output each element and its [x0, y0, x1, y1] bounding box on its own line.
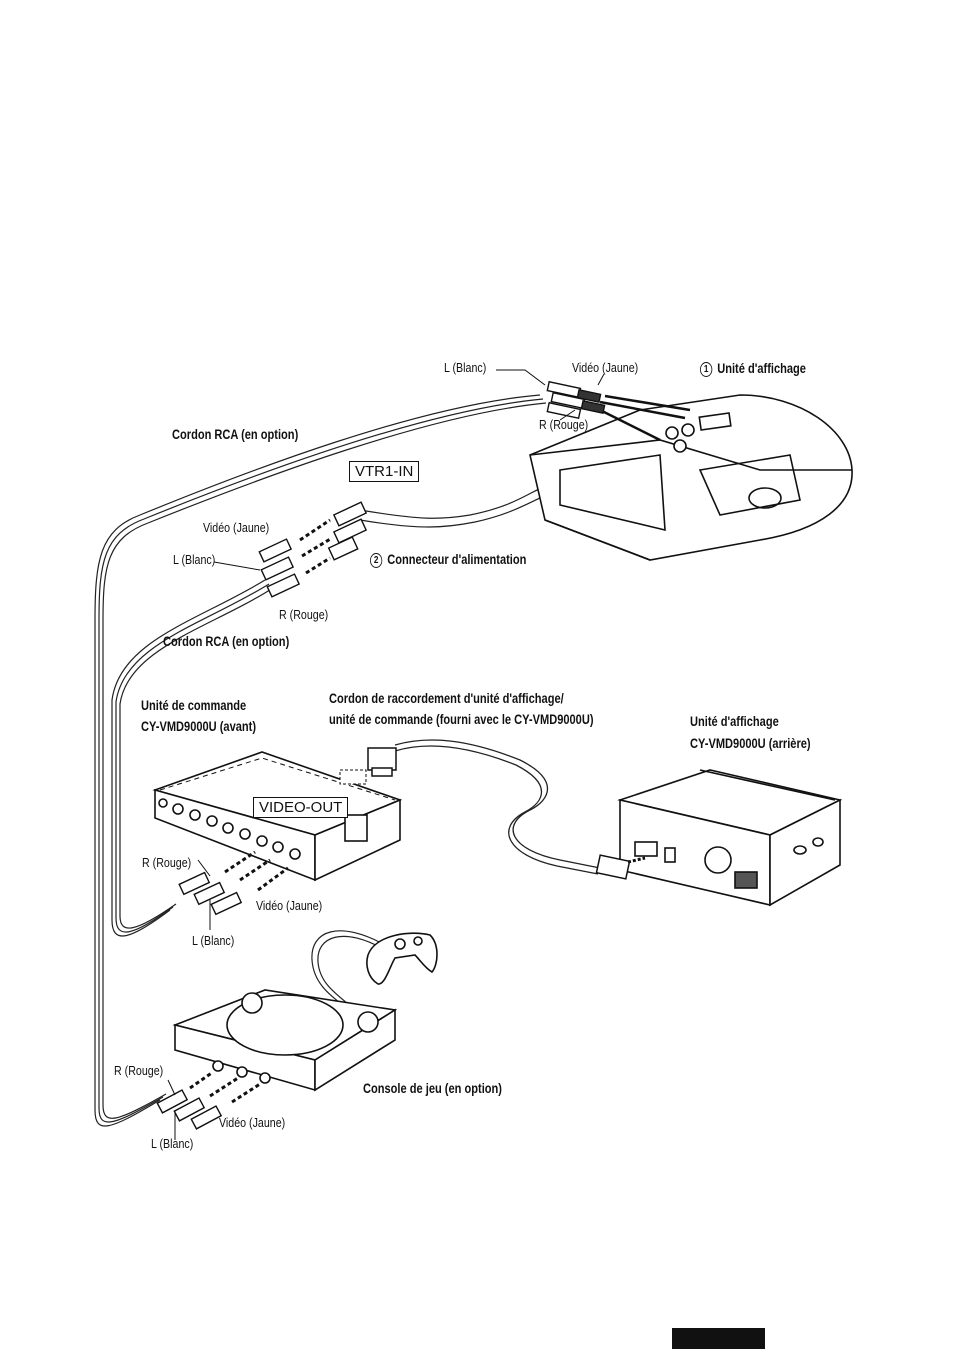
- display-controller-cable: [394, 739, 601, 875]
- cordon-rca-mid-label: Cordon RCA (en option): [163, 634, 290, 649]
- rca-plugs-top: [546, 380, 606, 420]
- mid-r-rouge-label: R (Rouge): [279, 607, 329, 622]
- controller-connector: [367, 747, 397, 777]
- video-out-arrows: [224, 850, 289, 892]
- unite-affichage-arr-line2: CY-VMD9000U (arrière): [690, 736, 811, 751]
- vtr1-in-tag: VTR1-IN: [349, 461, 420, 482]
- console-l-blanc-label: L (Blanc): [151, 1136, 194, 1151]
- console-video-jaune-label: Vidéo (Jaune): [219, 1115, 286, 1130]
- cordon-rca-top-label: Cordon RCA (en option): [172, 427, 299, 442]
- rca-plugs-console: [156, 1089, 223, 1130]
- console-plug-arrows: [189, 1070, 261, 1104]
- top-r-rouge-label: R (Rouge): [539, 417, 589, 432]
- gamepad-illustration: [366, 932, 438, 985]
- connecteur-title: 2 Connecteur d'alimentation: [370, 552, 526, 568]
- number-badge-1: 1: [700, 362, 713, 377]
- console-r-rouge-label: R (Rouge): [114, 1063, 164, 1078]
- rca-plugs-vtr1: [258, 501, 368, 598]
- rca-cable-to-controller: [111, 579, 274, 937]
- page-marker-bar: [672, 1328, 765, 1349]
- ctrl-r-rouge-label: R (Rouge): [142, 855, 192, 870]
- display-unit-rear-illustration: [617, 769, 843, 907]
- vtr1-arrows: [299, 518, 333, 575]
- top-video-jaune-label: Vidéo (Jaune): [572, 360, 639, 375]
- cordon-raccord-line1: Cordon de raccordement d'unité d'afficha…: [329, 691, 564, 706]
- rca-plugs-controller: [178, 871, 243, 916]
- ctrl-video-jaune-label: Vidéo (Jaune): [256, 898, 323, 913]
- game-console-illustration: [172, 989, 398, 1092]
- ctrl-l-blanc-label: L (Blanc): [192, 933, 235, 948]
- mid-l-blanc-label: L (Blanc): [173, 552, 216, 567]
- unite-commande-line2: CY-VMD9000U (avant): [141, 719, 257, 734]
- display-unit-illustration: [529, 394, 853, 561]
- unite-affichage-arr-line1: Unité d'affichage: [690, 714, 779, 729]
- unite-commande-line1: Unité de commande: [141, 698, 247, 713]
- cordon-raccord-line2: unité de commande (fourni avec le CY-VMD…: [329, 712, 594, 727]
- top-l-blanc-label: L (Blanc): [444, 360, 487, 375]
- display-plug-arrows: [599, 394, 691, 442]
- unite-affichage-title: 1 Unité d'affichage: [700, 361, 806, 377]
- video-out-tag: VIDEO-OUT: [253, 797, 349, 818]
- unite-affichage-label: Unité d'affichage: [717, 361, 806, 376]
- mid-video-jaune-label: Vidéo (Jaune): [203, 520, 270, 535]
- console-jeu-label: Console de jeu (en option): [363, 1081, 502, 1096]
- rca-cable-long-left: [94, 394, 547, 1127]
- number-badge-2: 2: [370, 553, 383, 568]
- display-rear-plug: [595, 854, 646, 880]
- connecteur-alimentation-label: Connecteur d'alimentation: [387, 552, 527, 567]
- leader-lines: [167, 369, 605, 1140]
